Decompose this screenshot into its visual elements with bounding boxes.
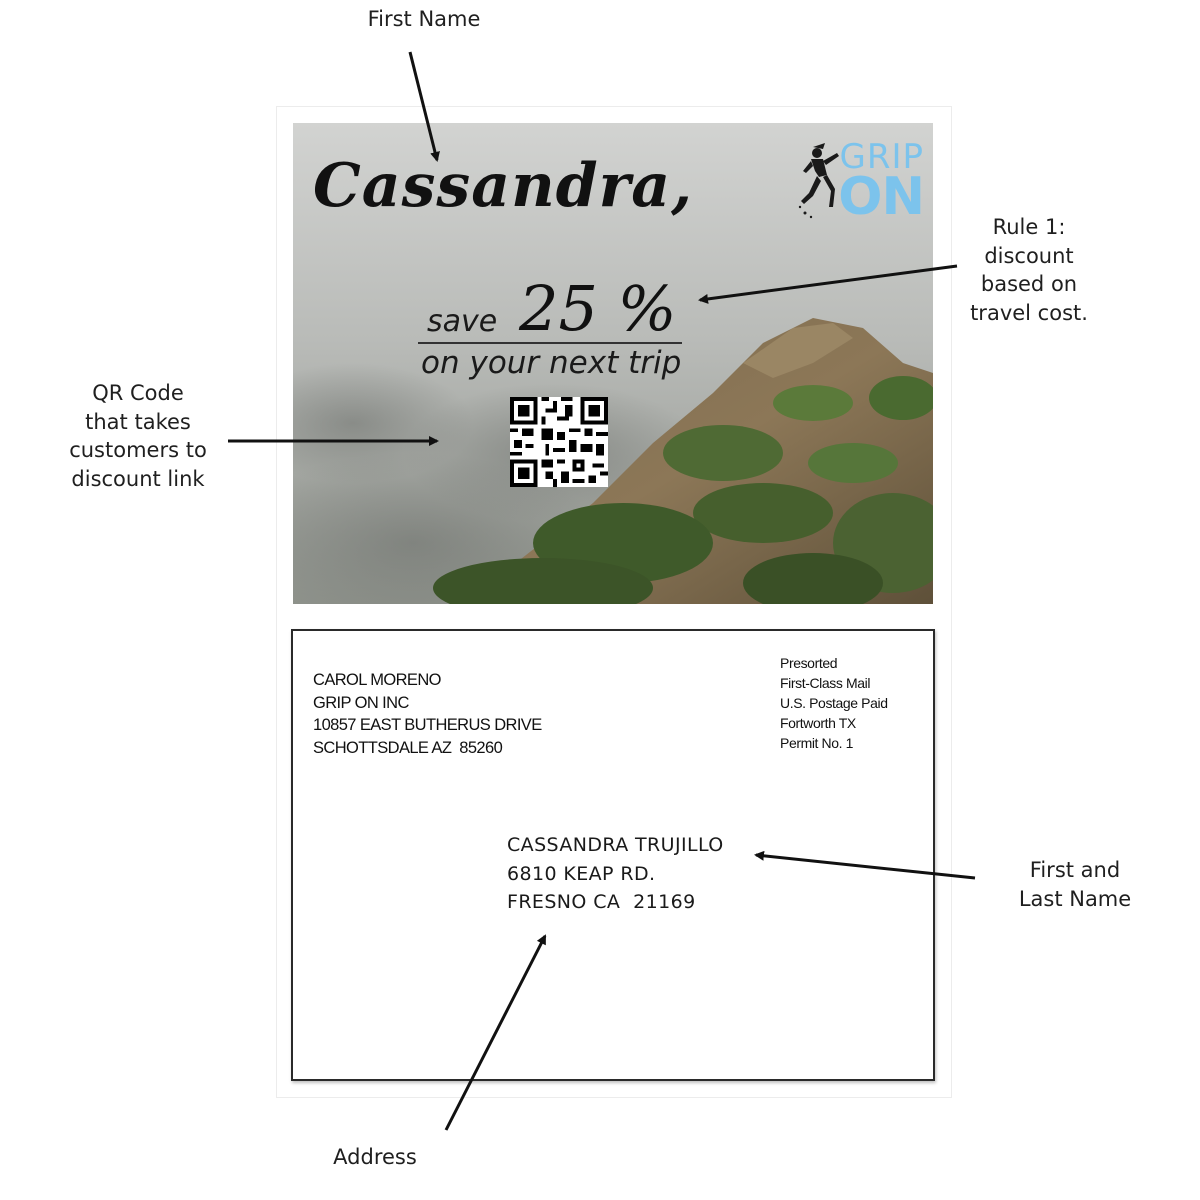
logo-text-on: ON [838,167,925,227]
postage-line: U.S. Postage Paid [780,695,888,711]
callout-first-last-name: First and Last Name [1018,858,1132,911]
mountain-photo [293,123,933,604]
logo-text-grip: GRIP [839,137,924,177]
callout-qr-code: QR Code that takes customers to discount… [69,381,207,491]
discount-headline: save 25 % [423,272,688,345]
postage-line: Fortworth TX [780,715,856,731]
climber-icon [798,143,839,219]
discount-divider [418,342,682,344]
sender-line: CAROL MORENO [313,671,441,689]
grip-on-logo: GRIP ON [793,137,928,227]
discount-value: 25 % [519,272,677,345]
qr-code[interactable] [509,397,609,487]
recipient-street: 6810 KEAP RD. [507,862,656,885]
callout-first-name: First Name [367,7,481,31]
postage-line: First-Class Mail [780,675,871,691]
sender-line: SCHOTTSDALE AZ 85260 [313,738,503,757]
save-word: save [427,304,498,339]
sender-line: 10857 EAST BUTHERUS DRIVE [313,716,542,734]
postcard-front: Cassandra, save 25 % on your next trip [293,123,933,604]
recipient-address: CASSANDRA TRUJILLO 6810 KEAP RD. FRESNO … [507,831,724,917]
discount-subline: on your next trip [421,345,682,381]
recipient-name: CASSANDRA TRUJILLO [507,834,724,856]
postage-indicia: Presorted First-Class Mail U.S. Postage … [780,653,888,753]
postcard-back: CAROL MORENO GRIP ON INC 10857 EAST BUTH… [291,629,935,1081]
sender-line: GRIP ON INC [313,693,409,712]
callout-address: Address [333,1145,417,1169]
greeting-first-name: Cassandra, [313,151,694,221]
recipient-city: FRESNO CA 21169 [507,891,696,913]
postage-line: Permit No. 1 [780,735,853,751]
sender-address: CAROL MORENO GRIP ON INC 10857 EAST BUTH… [313,669,542,759]
postage-line: Presorted [780,655,838,671]
callout-rule-1: Rule 1: discount based on travel cost. [970,215,1088,325]
